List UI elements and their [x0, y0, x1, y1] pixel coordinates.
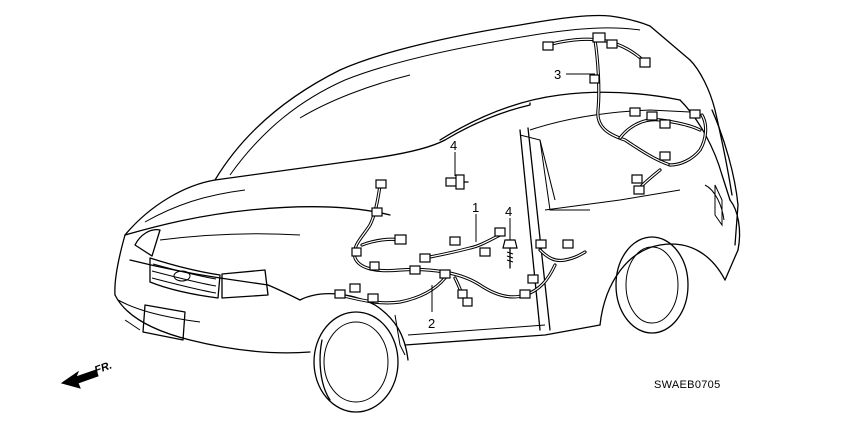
- callout-2: 2: [428, 316, 435, 331]
- callout-4-upper: 4: [450, 138, 457, 153]
- vehicle-body: [114, 14, 741, 413]
- callout-3: 3: [554, 67, 561, 82]
- harness-2: [334, 179, 587, 307]
- harness-3: [542, 32, 708, 195]
- diagram-code: SWAEB0705: [654, 379, 721, 391]
- leader-lines: [431, 73, 595, 312]
- harness-1: [419, 227, 506, 263]
- callout-1: 1: [472, 200, 479, 215]
- front-direction-arrow-icon: [60, 369, 99, 389]
- bolt-part-4-lower: [502, 239, 518, 269]
- bolt-part-4-upper: [445, 174, 469, 190]
- front-direction-label: FR.: [93, 359, 114, 376]
- callout-4-lower: 4: [505, 204, 512, 219]
